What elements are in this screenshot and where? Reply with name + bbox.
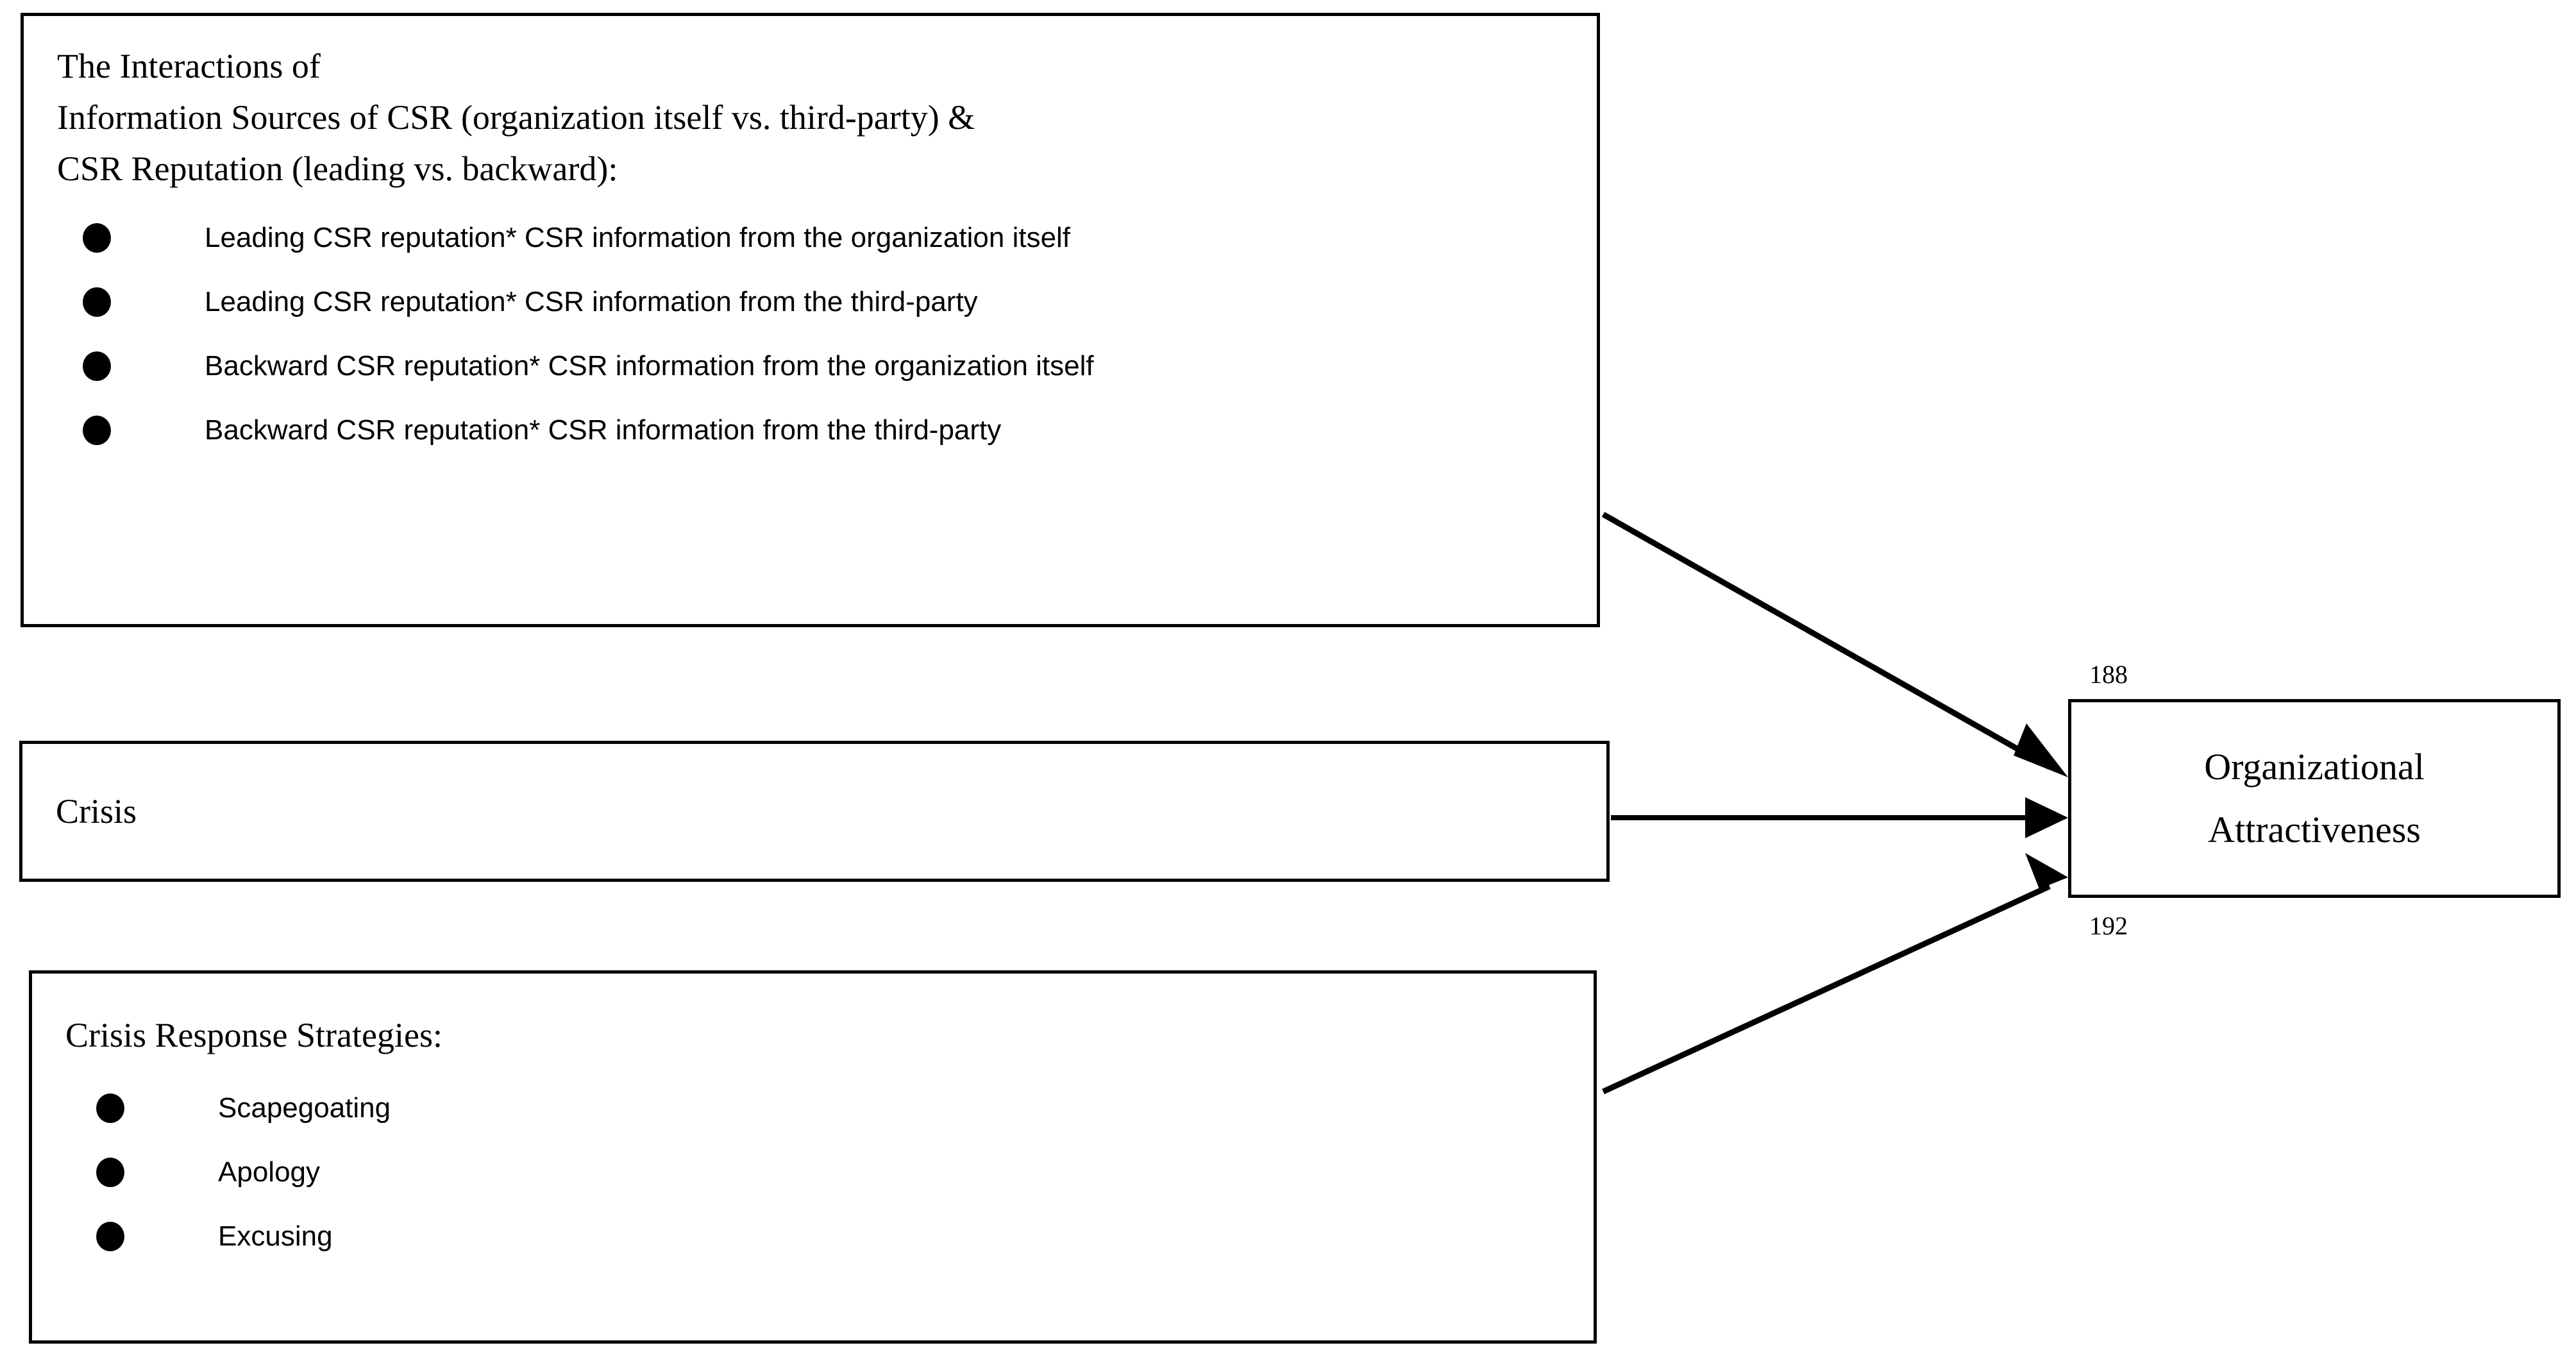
outcome-text-wrap: Organizational Attractiveness: [2071, 736, 2557, 861]
list-item: Apology: [96, 1140, 1594, 1204]
crisis-response-box: Crisis Response Strategies: Scapegoating…: [29, 970, 1597, 1344]
interactions-heading-line-2: Information Sources of CSR (organization…: [57, 98, 975, 137]
response-bullet-2: Apology: [218, 1156, 321, 1188]
outcome-line-2: Attractiveness: [2208, 809, 2421, 850]
bullet-dot-icon: [83, 416, 111, 445]
interactions-bullet-list: Leading CSR reputation* CSR information …: [24, 194, 1597, 462]
interactions-bullet-3: Backward CSR reputation* CSR information…: [205, 350, 1094, 382]
crisis-label: Crisis: [56, 792, 137, 831]
crisis-box: Crisis: [19, 741, 1610, 882]
arrow-response-to-outcome: [1602, 853, 2068, 1095]
interactions-bullet-4: Backward CSR reputation* CSR information…: [205, 414, 1002, 446]
response-bullet-1: Scapegoating: [218, 1092, 391, 1124]
bullet-dot-icon: [83, 223, 111, 253]
list-item: Excusing: [96, 1204, 1594, 1269]
interactions-box: The Interactions of Information Sources …: [21, 13, 1600, 627]
bullet-dot-icon: [96, 1093, 124, 1123]
page-mark-top: 188: [2089, 660, 2128, 689]
bullet-dot-icon: [96, 1222, 124, 1251]
list-item: Backward CSR reputation* CSR information…: [83, 334, 1597, 398]
bullet-dot-icon: [83, 287, 111, 317]
page-mark-bottom: 192: [2089, 911, 2128, 940]
bullet-dot-icon: [83, 351, 111, 381]
response-heading: Crisis Response Strategies:: [32, 993, 1594, 1061]
interactions-heading-line-3: CSR Reputation (leading vs. backward):: [57, 149, 618, 188]
interactions-heading-line-1: The Interactions of: [57, 47, 321, 85]
response-bullet-list: Scapegoating Apology Excusing: [32, 1061, 1594, 1269]
outcome-line-1: Organizational: [2204, 746, 2425, 788]
response-bullet-3: Excusing: [218, 1220, 333, 1252]
interactions-heading: The Interactions of Information Sources …: [24, 33, 1597, 194]
list-item: Scapegoating: [96, 1076, 1594, 1140]
bullet-dot-icon: [96, 1158, 124, 1187]
arrow-crisis-to-outcome: [1611, 797, 2068, 838]
list-item: Leading CSR reputation* CSR information …: [83, 206, 1597, 270]
arrow-interactions-to-outcome: [1601, 512, 2068, 777]
list-item: Backward CSR reputation* CSR information…: [83, 398, 1597, 462]
interactions-bullet-2: Leading CSR reputation* CSR information …: [205, 286, 978, 317]
organizational-attractiveness-box: Organizational Attractiveness: [2068, 699, 2561, 898]
response-heading-line: Crisis Response Strategies:: [65, 1016, 442, 1054]
list-item: Leading CSR reputation* CSR information …: [83, 270, 1597, 334]
interactions-bullet-1: Leading CSR reputation* CSR information …: [205, 222, 1071, 253]
